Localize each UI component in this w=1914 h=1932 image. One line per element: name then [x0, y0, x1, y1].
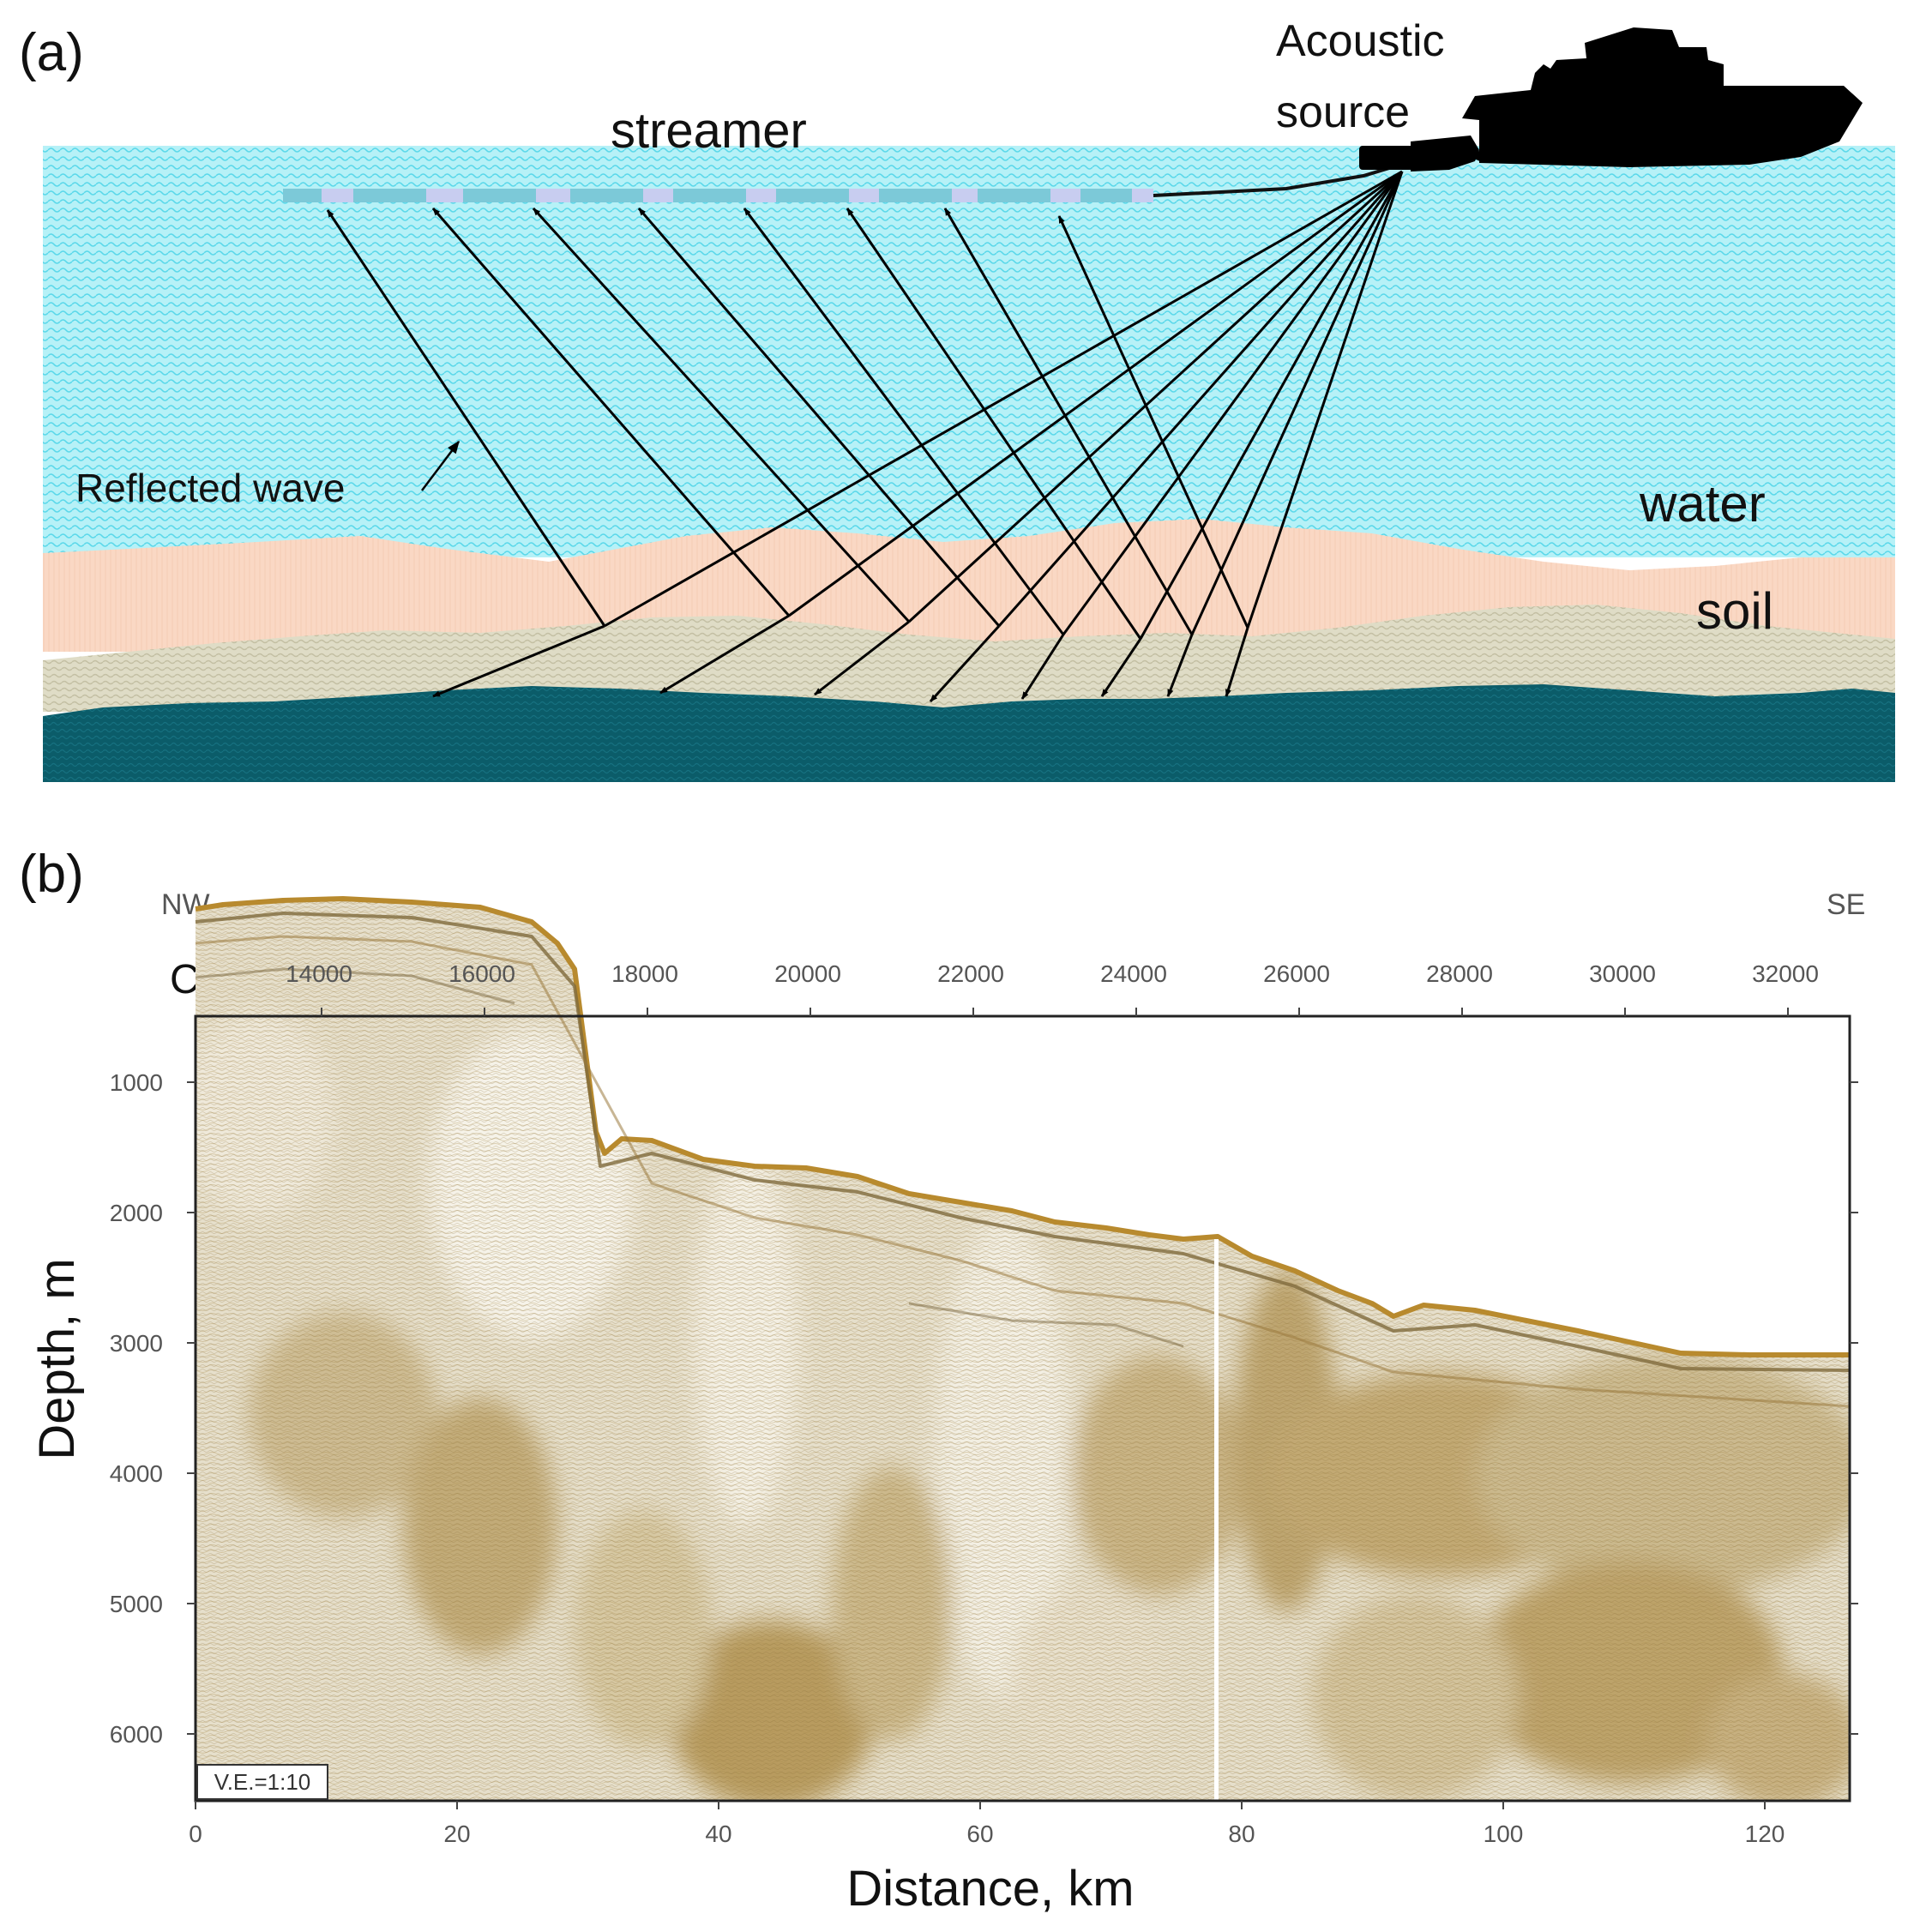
depth-tick: 2000	[110, 1200, 163, 1226]
cdp-tick: 22000	[937, 960, 1004, 987]
streamer-label: streamer	[611, 103, 807, 159]
incident-rays	[604, 170, 1404, 640]
distance-tick: 100	[1484, 1821, 1524, 1847]
distance-tick: 120	[1745, 1821, 1785, 1847]
panel-a: (a)	[19, 16, 1895, 782]
deep-rays	[432, 614, 1249, 703]
distance-tick: 60	[966, 1821, 993, 1847]
distance-tick: 80	[1228, 1821, 1255, 1847]
vertical-exaggeration-box	[196, 1764, 328, 1800]
y-axis-title: Depth, m	[29, 1258, 85, 1460]
cdp-tick: 28000	[1426, 960, 1493, 987]
x-axis-title: Distance, km	[846, 1861, 1134, 1917]
depth-tick-labels: 1000 2000 3000 4000 5000 6000	[110, 1069, 163, 1748]
depth-tick: 4000	[110, 1460, 163, 1487]
cdp-tick: 14000	[286, 960, 352, 987]
distance-tick: 40	[705, 1821, 731, 1847]
reflected-rays	[326, 207, 1249, 640]
panel-b-label: (b)	[19, 845, 84, 904]
direction-se-label: SE	[1827, 888, 1865, 921]
depth-tick: 1000	[110, 1069, 163, 1096]
cdp-tick: 32000	[1752, 960, 1819, 987]
distance-tick-labels: 0 20 40 60 80 100 120	[189, 1821, 1785, 1847]
distance-tick: 0	[189, 1821, 202, 1847]
axis-ticks	[187, 1008, 1858, 1809]
vertical-exaggeration-label: V.E.=1:10	[214, 1769, 311, 1795]
cdp-tick: 16000	[448, 960, 515, 987]
cdp-tick: 20000	[774, 960, 841, 987]
cdp-tick: 26000	[1263, 960, 1330, 987]
reflected-wave-pointer	[421, 440, 460, 491]
cdp-tick: 24000	[1100, 960, 1167, 987]
data-gap-line	[1214, 1239, 1219, 1801]
bedrock-layer	[43, 684, 1895, 782]
cdp-tick: 18000	[611, 960, 678, 987]
seafloor-reflector	[195, 896, 1851, 1408]
soil-label: soil	[1696, 582, 1773, 640]
reflected-wave-label: Reflected wave	[75, 466, 346, 510]
plot-frame	[194, 1014, 1851, 1803]
streamer-cable	[283, 189, 1153, 202]
cdp-tick: 30000	[1589, 960, 1656, 987]
panel-a-label: (a)	[19, 23, 84, 82]
water-label: water	[1639, 475, 1766, 533]
panel-b: (b) NW SE CDP	[19, 845, 1865, 1917]
acoustic-source-label: Acoustic	[1276, 16, 1445, 66]
depth-tick: 3000	[110, 1330, 163, 1357]
cdp-tick-labels: 14000 16000 18000 20000 22000 24000 2600…	[286, 960, 1819, 987]
ship-icon	[1359, 27, 1863, 172]
distance-tick: 20	[443, 1821, 470, 1847]
water-layer	[43, 146, 1895, 557]
depth-tick: 6000	[110, 1721, 163, 1748]
depth-tick: 5000	[110, 1591, 163, 1617]
acoustic-source-label-2: source	[1276, 87, 1410, 137]
